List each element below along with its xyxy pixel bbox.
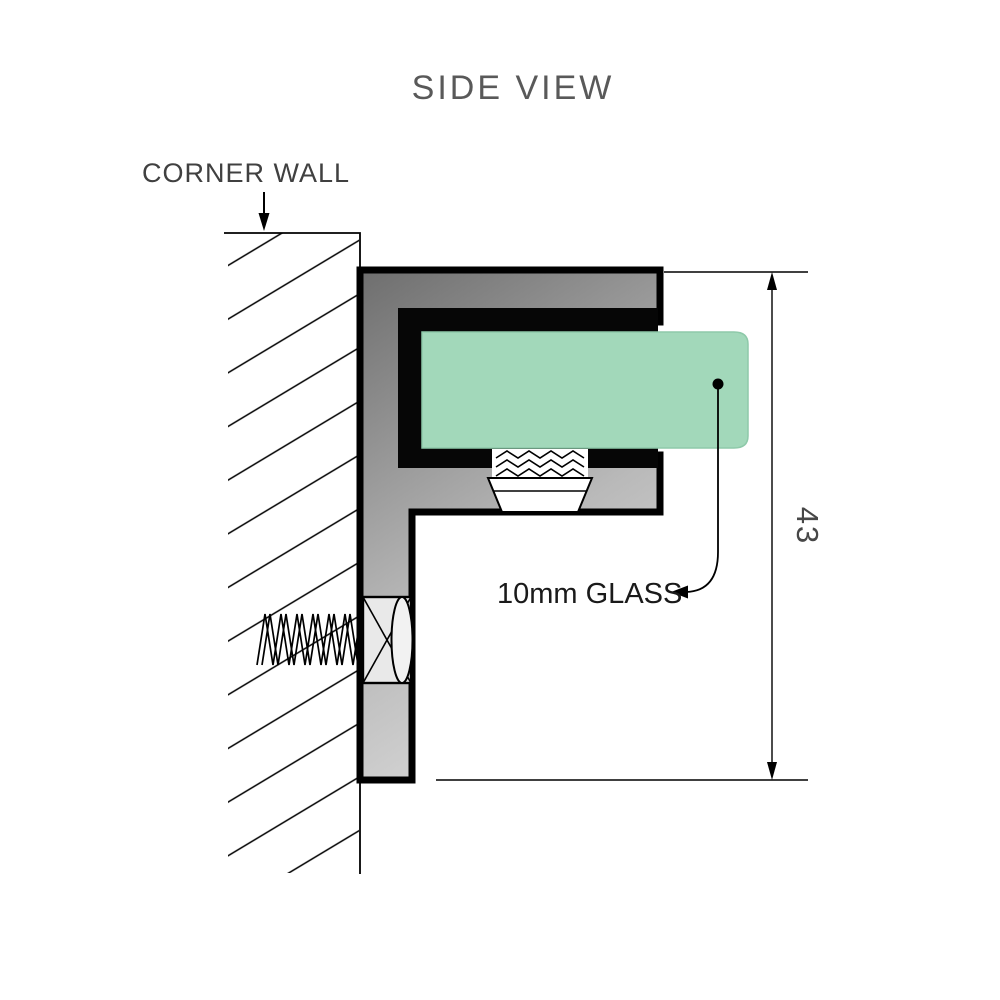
corner-wall-arrowhead xyxy=(258,213,270,231)
screw-thread-line-2 xyxy=(261,613,359,666)
bottom-gasket-bellows-3 xyxy=(495,468,585,477)
bottom-gasket-backing xyxy=(492,449,588,478)
corner-wall-label: CORNER WALL xyxy=(142,158,350,188)
clamp-gasket-liner xyxy=(398,308,658,468)
screw-head-ellipse xyxy=(390,596,414,684)
glass-leader-line xyxy=(685,384,719,593)
wall-hatching xyxy=(228,233,359,873)
glass-label: 10mm GLASS xyxy=(497,578,682,610)
glass-leader-arrowhead xyxy=(671,585,688,599)
glass-panel xyxy=(421,331,749,449)
bottom-gasket-cup xyxy=(486,477,594,513)
dimension-arrow-top xyxy=(767,272,777,290)
dimension-arrow-bottom xyxy=(767,762,777,780)
screw-thread-line-1 xyxy=(256,613,362,666)
dimension-label: 43 xyxy=(790,507,825,545)
diagram-title: SIDE VIEW xyxy=(412,69,615,107)
bottom-gasket-bellows-2 xyxy=(495,459,585,468)
bottom-gasket-bellows-1 xyxy=(495,450,585,459)
